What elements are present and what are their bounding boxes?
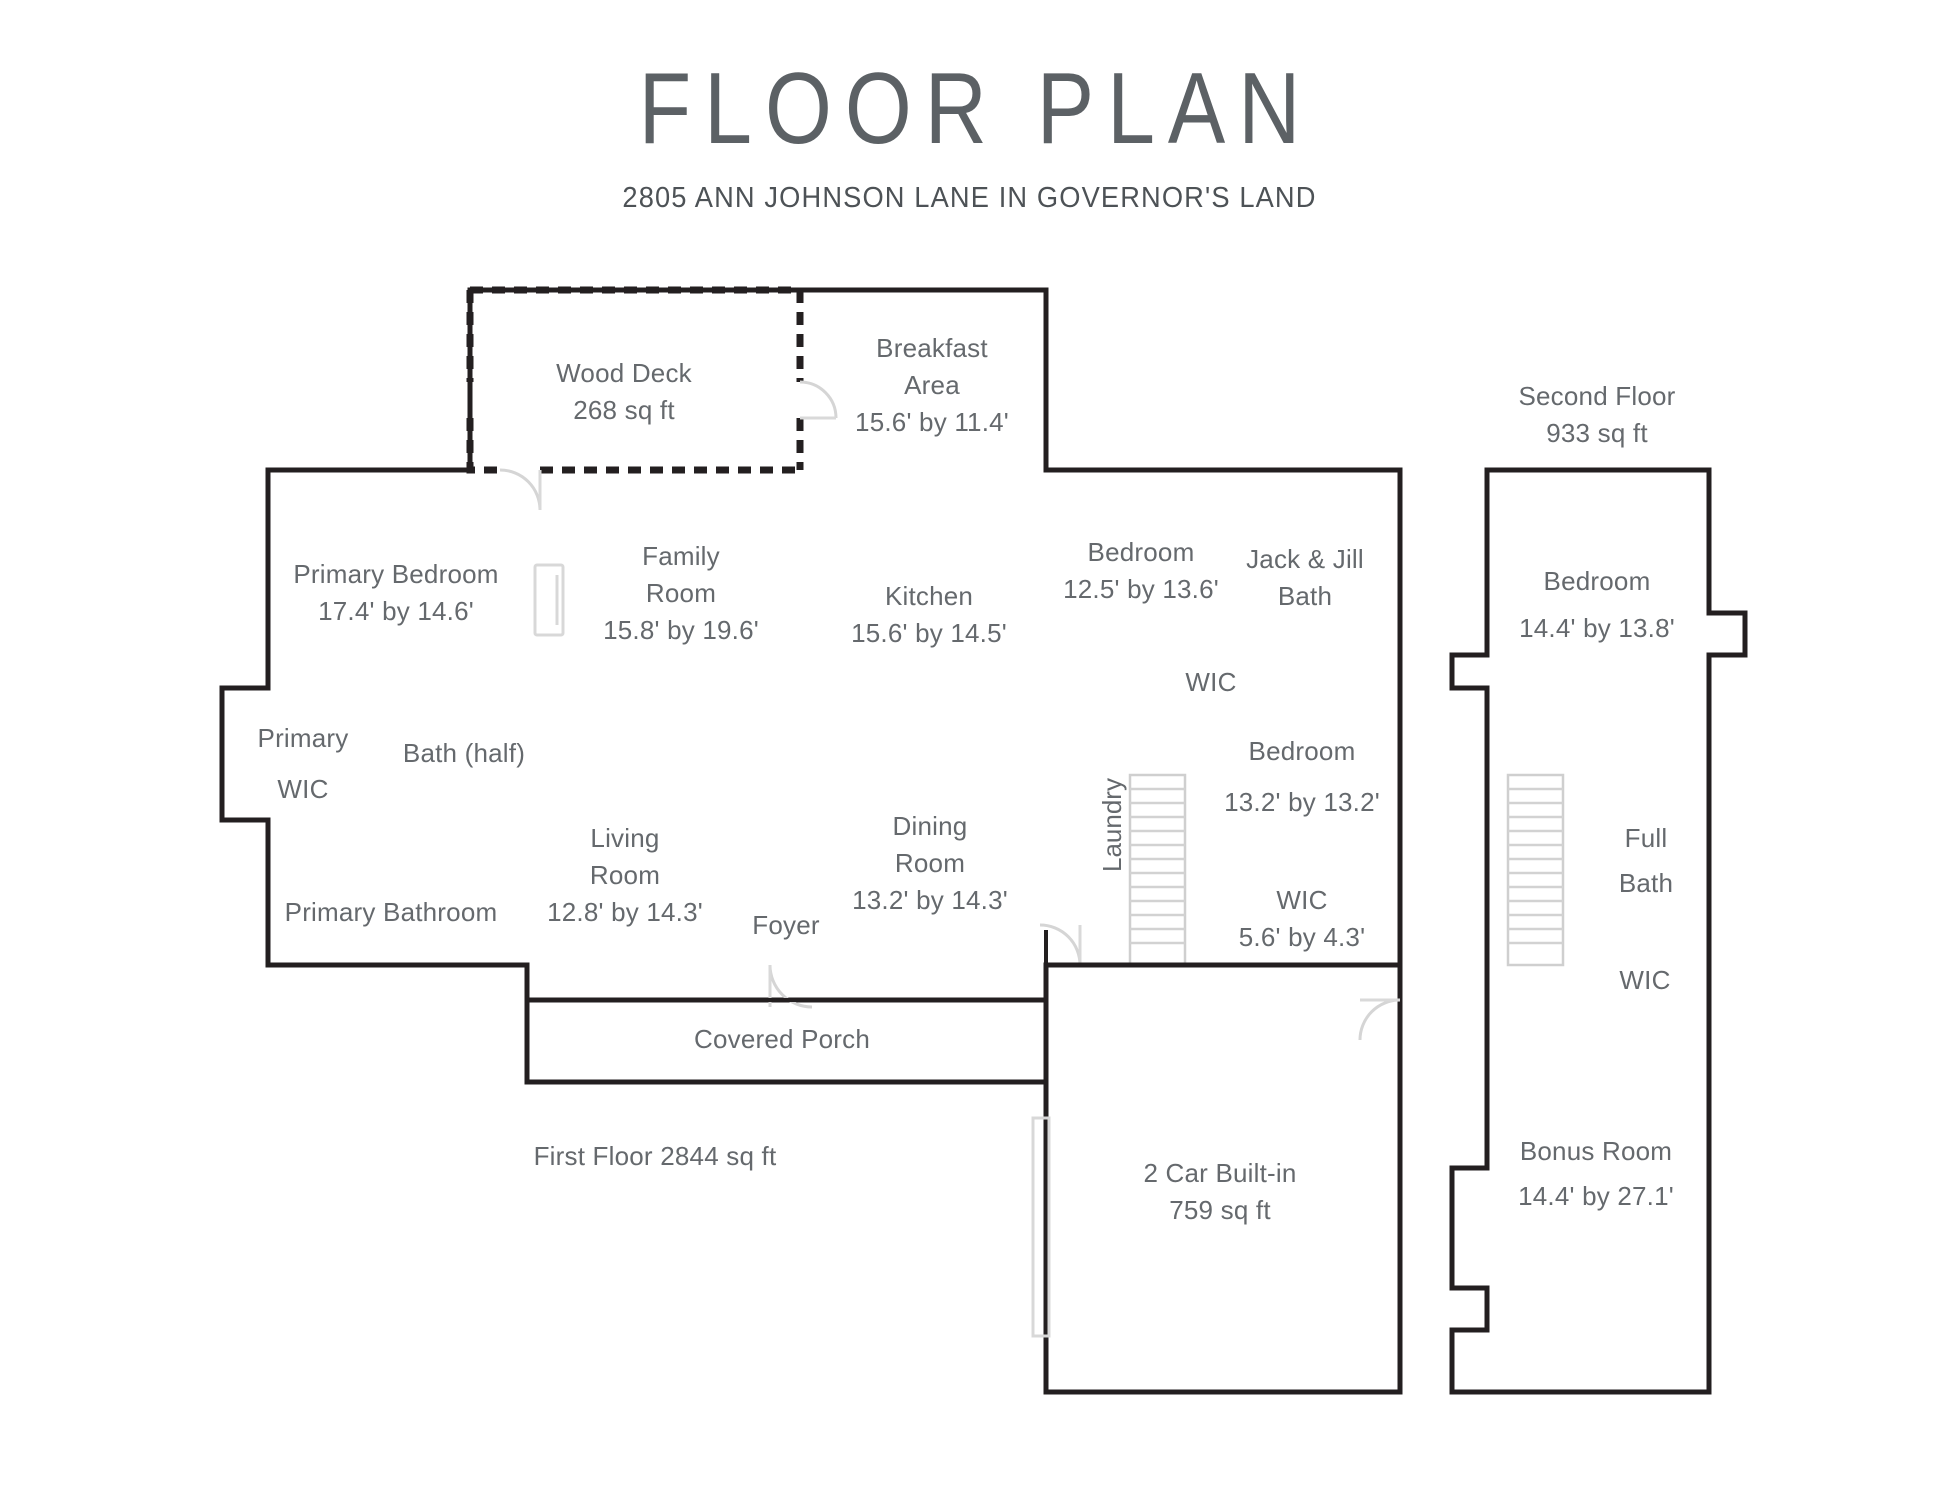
room-label-primary-wic: Primary WIC — [257, 723, 349, 804]
page-title: FLOOR PLAN — [638, 52, 1314, 166]
room-label-bedroom-1: Bedroom 12.5' by 13.6' — [1063, 537, 1219, 604]
room-label-bonus-room: Bonus Room 14.4' by 27.1' — [1518, 1136, 1674, 1211]
room-label-wic-bedroom-2: WIC 5.6' by 4.3' — [1238, 885, 1366, 952]
deck-family-door-arc — [499, 468, 542, 511]
wood-deck-outline-b — [466, 418, 500, 474]
room-label-bedroom-2: Bedroom 13.2' by 13.2' — [1224, 736, 1380, 817]
room-label-dining-room: Dining Room 13.2' by 14.3' — [852, 811, 1008, 915]
first-floor-outline — [219, 287, 1403, 1003]
room-label-wic-jack-jill: WIC — [1185, 667, 1237, 697]
deck-door-arc — [799, 380, 838, 419]
room-label-breakfast-area: Breakfast Area 15.6' by 11.4' — [855, 333, 1009, 437]
room-label-foyer: Foyer — [752, 910, 820, 940]
room-label-kitchen: Kitchen 15.6' by 14.5' — [851, 581, 1007, 648]
second-floor-area-note: Second Floor 933 sq ft — [1518, 381, 1676, 448]
room-label-living-room: Living Room 12.8' by 14.3' — [547, 823, 703, 927]
room-label-wic-second-floor: WIC — [1619, 965, 1671, 995]
second-floor-stair-treads — [1508, 787, 1563, 945]
fireplace-fixture — [533, 563, 565, 637]
first-floor-area-note: First Floor 2844 sq ft — [533, 1141, 777, 1171]
room-label-family-room: Family Room 15.8' by 19.6' — [603, 541, 759, 645]
room-label-second-floor-bedroom: Bedroom 14.4' by 13.8' — [1519, 566, 1675, 643]
header: FLOOR PLAN 2805 ANN JOHNSON LANE IN GOVE… — [0, 0, 1939, 215]
second-floor-staircase — [1506, 773, 1565, 967]
garage-outline — [1043, 962, 1403, 1395]
room-label-bath-half: Bath (half) — [402, 738, 526, 768]
room-label-jack-and-jill-bath: Jack & Jill Bath — [1246, 544, 1364, 611]
room-label-wood-deck: Wood Deck 268 sq ft — [556, 358, 692, 425]
garage-entry-door-arc — [1358, 998, 1401, 1041]
garage-door — [1031, 1116, 1051, 1338]
second-floor-outline — [1449, 467, 1748, 1395]
room-label-primary-bedroom: Primary Bedroom 17.4' by 14.6' — [293, 559, 499, 626]
room-label-primary-bathroom: Primary Bathroom — [284, 897, 498, 927]
room-label-garage: 2 Car Built-in 759 sq ft — [1143, 1158, 1297, 1225]
first-floor-stair-treads — [1130, 787, 1185, 945]
room-label-laundry: Laundry — [1097, 778, 1127, 872]
room-label-full-bath: Full Bath — [1618, 823, 1674, 898]
page-subtitle: 2805 ANN JOHNSON LANE IN GOVERNOR'S LAND — [622, 182, 1317, 214]
room-label-covered-porch: Covered Porch — [693, 1024, 871, 1054]
